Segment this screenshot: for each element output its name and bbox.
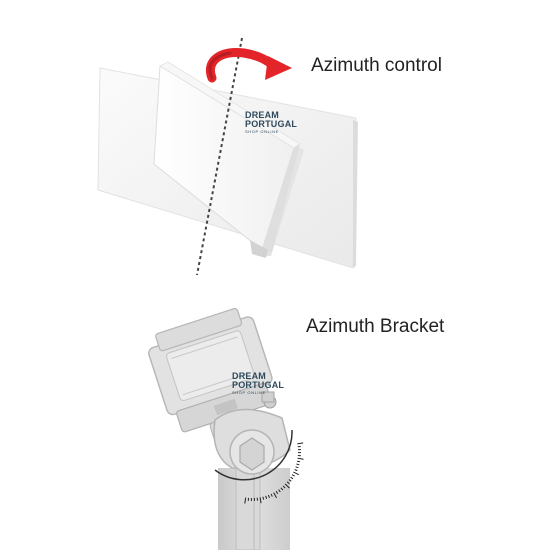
scale-tick	[298, 458, 304, 459]
scale-tick	[291, 477, 294, 479]
mounting-pole	[218, 468, 290, 550]
watermark-logo-bottom: DREAM PORTUGAL SHOP ONLINE	[232, 372, 284, 395]
scale-tick	[292, 475, 295, 476]
scale-tick	[296, 464, 299, 465]
scale-tick	[295, 470, 298, 471]
scale-tick	[297, 461, 300, 462]
watermark-sub: SHOP ONLINE	[232, 391, 284, 395]
scale-tick	[293, 472, 298, 475]
azimuth-bracket-label: Azimuth Bracket	[306, 316, 444, 338]
scale-tick	[296, 467, 299, 468]
scale-tick	[297, 443, 303, 444]
watermark-sub: SHOP ONLINE	[245, 130, 297, 134]
rotation-arrow-icon	[210, 52, 292, 80]
azimuth-control-label: Azimuth control	[311, 55, 442, 77]
azimuth-bracket-illustration	[144, 304, 304, 550]
watermark-line2: PORTUGAL	[245, 120, 297, 129]
watermark-line2: PORTUGAL	[232, 381, 284, 390]
watermark-logo-top: DREAM PORTUGAL SHOP ONLINE	[245, 111, 297, 134]
scale-tick	[263, 497, 264, 500]
